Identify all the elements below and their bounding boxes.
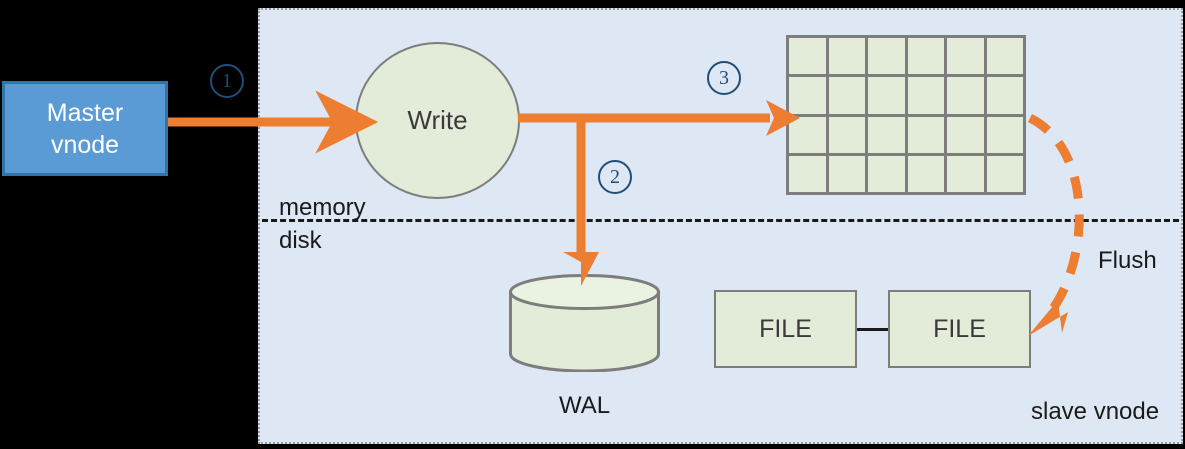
slave-vnode-label: slave vnode (1031, 398, 1160, 425)
memtable-cell (828, 77, 865, 114)
memtable-cell (947, 116, 984, 153)
memtable-cell (907, 155, 944, 192)
file-box-1-label: FILE (759, 314, 812, 343)
memtable-cell (868, 116, 905, 153)
memtable-cell (947, 38, 984, 75)
file-box-2-label: FILE (933, 314, 986, 343)
file-connector-line (857, 328, 888, 331)
wal-cylinder[interactable] (509, 274, 660, 373)
file-box-2[interactable]: FILE (888, 290, 1031, 368)
step-marker-2: 2 (598, 160, 632, 194)
memory-label: memory (279, 194, 366, 221)
memtable-cell (868, 38, 905, 75)
memtable-cell (789, 77, 826, 114)
file-box-1[interactable]: FILE (714, 290, 857, 368)
memtable-cell (986, 38, 1023, 75)
write-node-circle[interactable]: Write (355, 42, 520, 199)
wal-label: WAL (558, 392, 611, 419)
disk-label: disk (279, 227, 322, 254)
memtable-cell (789, 38, 826, 75)
memtable-cell (828, 155, 865, 192)
master-vnode-box[interactable]: Master vnode (2, 81, 168, 176)
memtable-grid[interactable] (786, 35, 1026, 195)
step-marker-3: 3 (707, 61, 741, 95)
memtable-cell (828, 116, 865, 153)
wal-cylinder-shape (509, 274, 660, 373)
memtable-cell (907, 38, 944, 75)
master-vnode-label-line2: vnode (50, 130, 120, 159)
memtable-cell (828, 38, 865, 75)
memtable-cell (986, 77, 1023, 114)
step-marker-3-digit: 3 (719, 66, 729, 89)
write-node-label: Write (407, 105, 468, 135)
flush-label: Flush (1098, 247, 1157, 274)
memtable-cell (868, 155, 905, 192)
memtable-cell (907, 77, 944, 114)
step-marker-2-digit: 2 (610, 165, 620, 188)
memtable-cell (868, 77, 905, 114)
memtable-cell (789, 116, 826, 153)
memtable-cell (947, 77, 984, 114)
memory-disk-divider (262, 219, 1179, 222)
memtable-cell (986, 155, 1023, 192)
step-marker-1-digit: 1 (222, 69, 232, 92)
memtable-cell (986, 116, 1023, 153)
memtable-cell (947, 155, 984, 192)
memtable-cell (907, 116, 944, 153)
master-vnode-label-line1: Master (46, 98, 124, 127)
memtable-cell (789, 155, 826, 192)
step-marker-1: 1 (210, 64, 244, 98)
